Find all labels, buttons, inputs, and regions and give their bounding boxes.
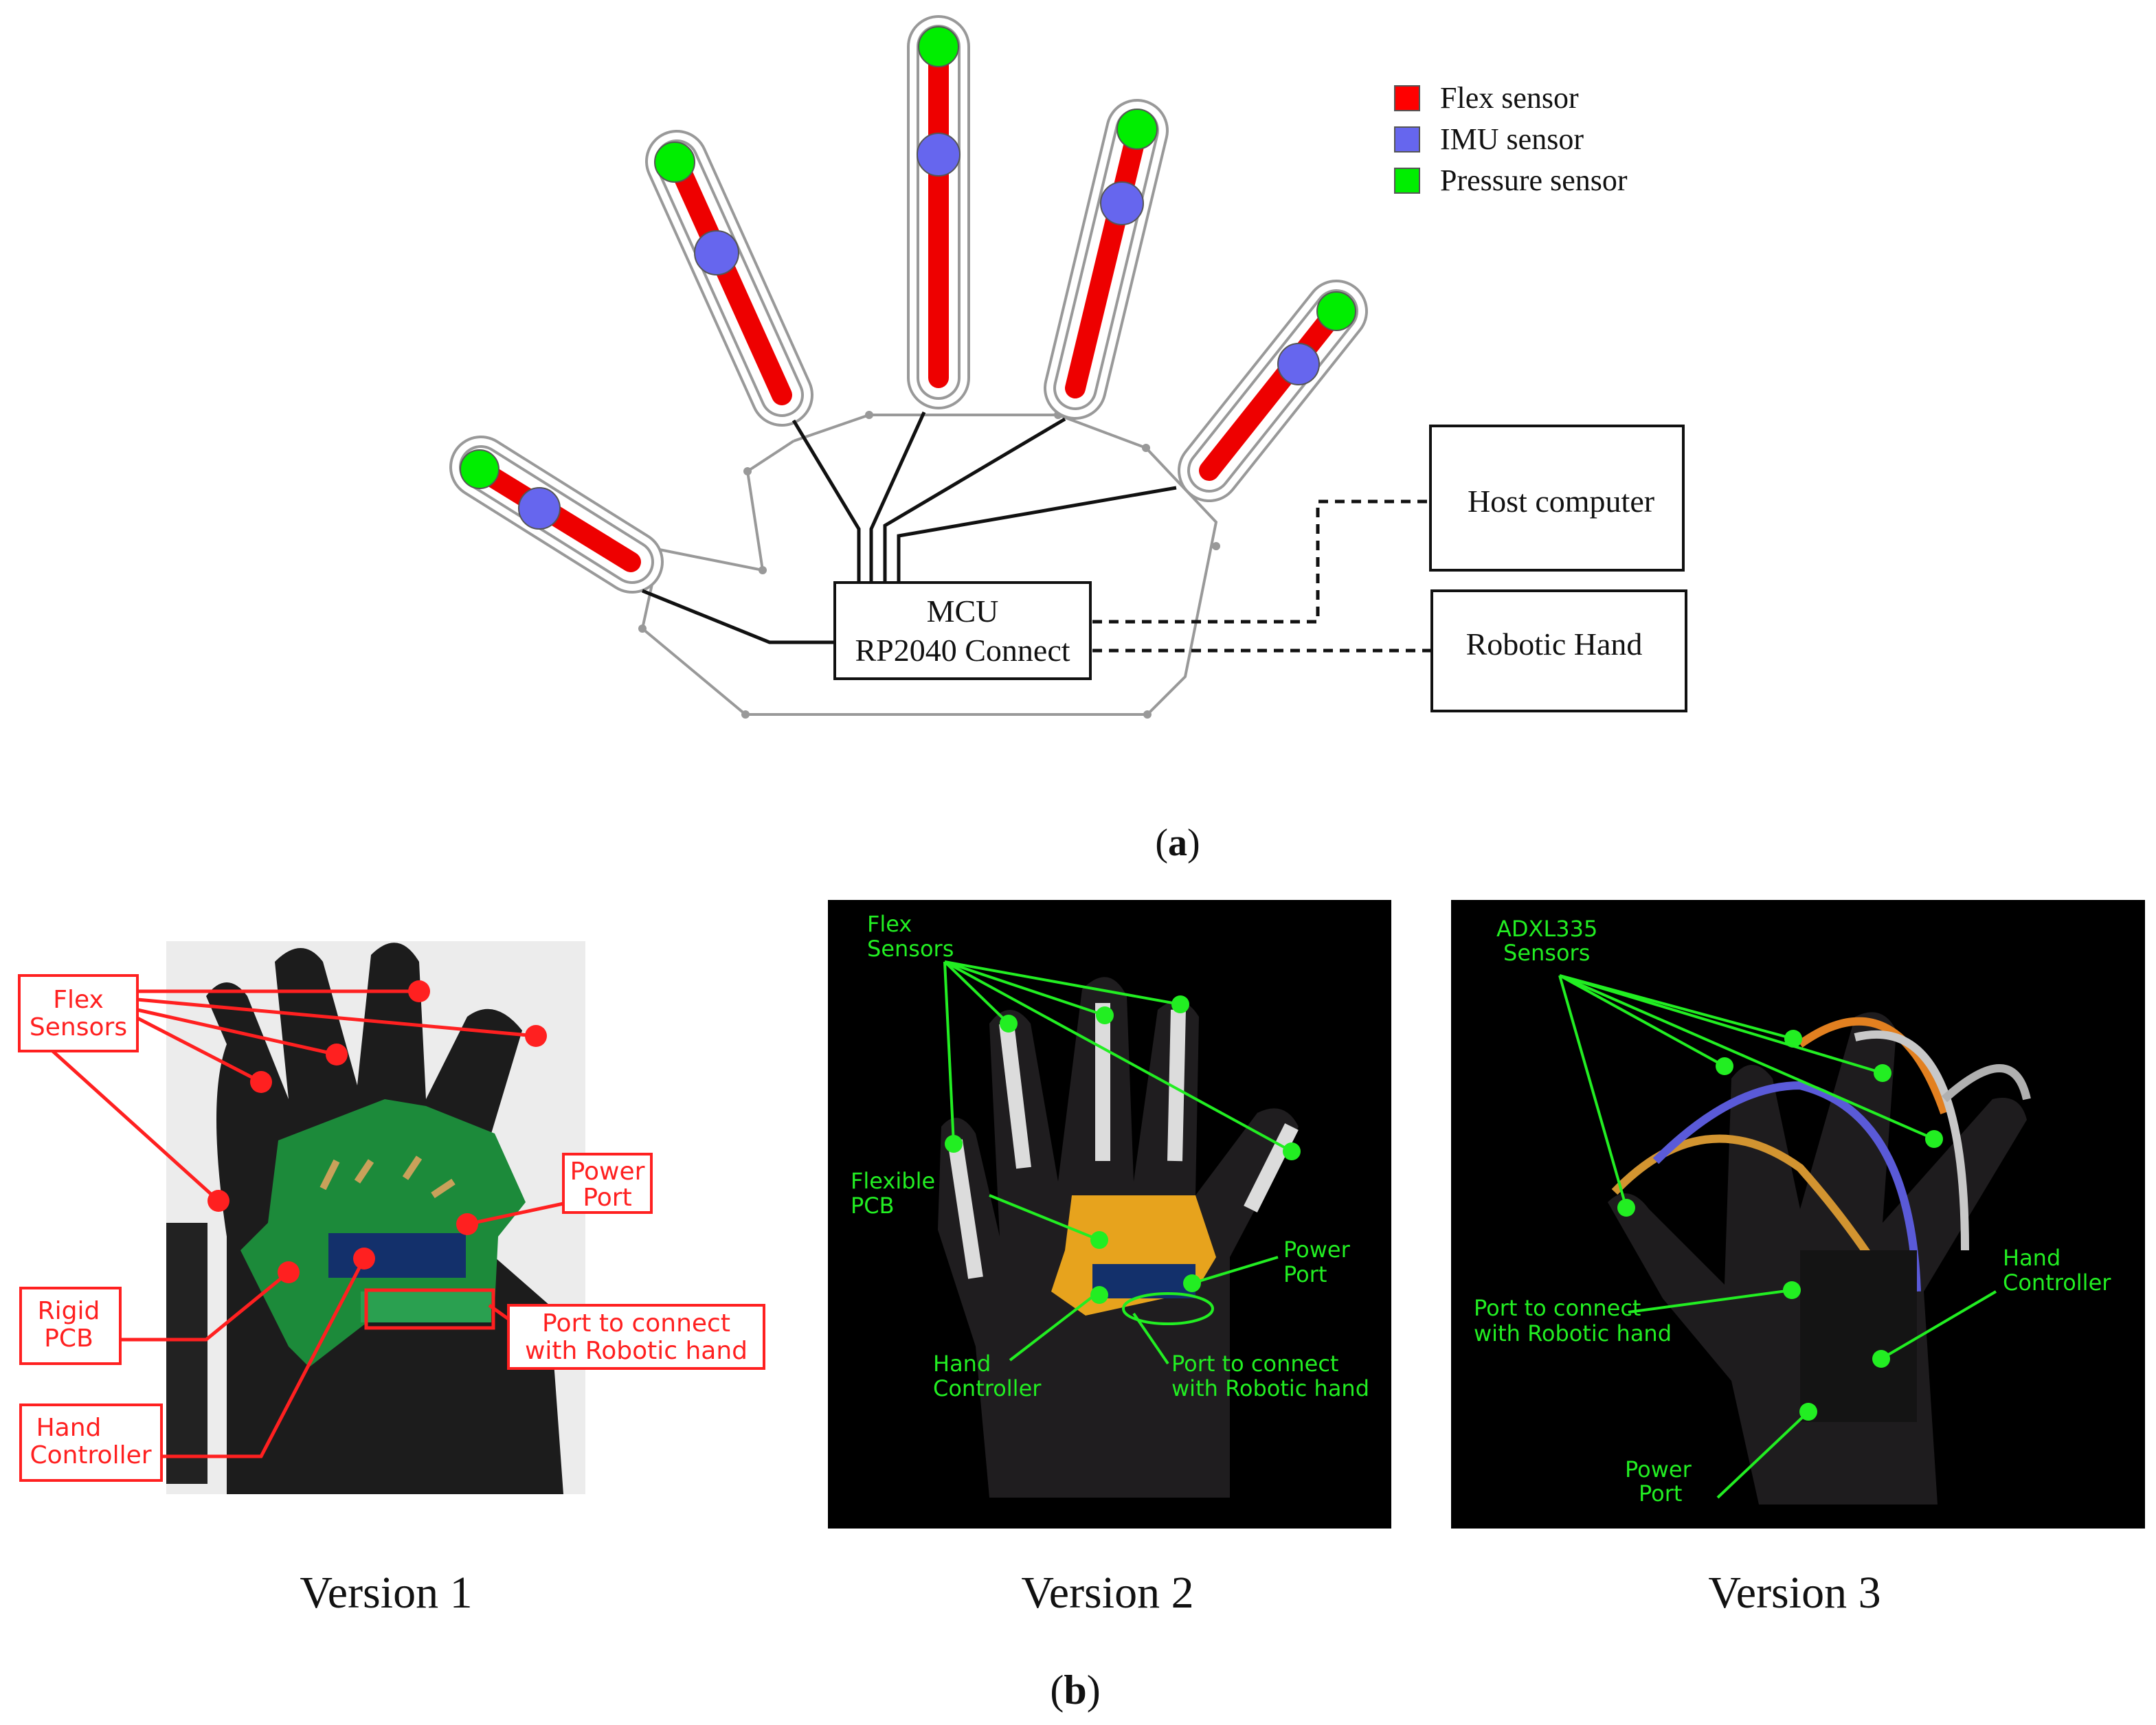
photo-version-1 [166,941,585,1494]
comm-links [1092,499,1432,653]
v3-label-controller: Controller [2003,1270,2111,1296]
imu-sensor-index [694,230,739,275]
flex-sensor-ring [1065,122,1147,398]
v1-label-port-connect: Port to connect [542,1309,730,1338]
legend-label-pressure: Pressure sensor [1440,164,1628,197]
v2-label-robotic: with Robotic hand [1171,1375,1369,1401]
v3-label-adxl: ADXL335 [1496,916,1597,942]
v1-label-hand: Hand [36,1414,102,1442]
imu-sensor-ring [1100,181,1144,225]
v2-label-flex: Flex [867,911,912,937]
photo-version-3 [1451,900,2145,1529]
legend: Flex sensor IMU sensor Pressure sensor [1394,81,1628,197]
v3-label-port: Port [1639,1480,1682,1507]
v1-label-power: Power [570,1158,645,1186]
v2-label-sensors: Sensors [867,936,954,962]
v3-label-robotic: with Robotic hand [1474,1320,1672,1346]
host-computer-label: Host computer [1468,484,1654,519]
v1-label-pcb: PCB [44,1324,93,1353]
version-3-title: Version 3 [1708,1568,1880,1618]
v1-label-robotic: with Robotic hand [525,1337,748,1365]
sensor-wires [642,411,1177,644]
mcu-box [833,581,1092,680]
version-2-labels: Flex Sensors Flexible PCB Power Port Han… [851,911,1369,1401]
pressure-sensor-thumb [460,449,499,489]
version-2-title: Version 2 [1021,1568,1193,1618]
imu-sensor-thumb [518,487,561,530]
v2-label-controller: Controller [933,1375,1042,1401]
finger-index [645,130,813,427]
version-1-annotations [40,989,564,1458]
mcu-label: MCU [927,594,999,629]
v3-label-power: Power [1625,1456,1692,1482]
pressure-sensor-middle [918,26,959,67]
v1-label-flex: Flex [53,986,104,1014]
version-1-title: Version 1 [300,1568,472,1618]
imu-sensor-middle [917,133,961,177]
finger-middle [907,15,970,409]
version-3-labels: ADXL335 Sensors Port to connect with Rob… [1474,916,2111,1507]
finger-thumb [449,436,664,594]
v2-label-power: Power [1283,1237,1351,1263]
v3-label-hand: Hand [2003,1245,2060,1271]
legend-label-imu: IMU sensor [1440,122,1584,156]
finger-ring [1044,99,1169,420]
host-computer-box [1429,425,1685,572]
panel-a-hand-diagram: MCU RP2040 Connect Host computer Robotic… [449,15,1687,864]
v1-label-rigid: Rigid [38,1297,100,1325]
finger-pinky [1178,280,1368,502]
legend-swatch-pressure [1394,168,1420,194]
legend-swatch-imu [1394,126,1420,153]
version-3-markers [1617,1030,1943,1421]
v1-label-port: Port [583,1184,631,1212]
mcu-model-label: RP2040 Connect [855,633,1070,668]
legend-swatch-flex [1394,85,1420,111]
legend-label-flex: Flex sensor [1440,81,1579,115]
v2-label-flexible: Flexible [851,1168,935,1194]
v2-label-hand: Hand [933,1351,991,1377]
caption-b: (b) [1050,1667,1100,1713]
robotic-hand-box [1430,589,1687,712]
version-2-annotations [943,960,1292,1365]
flex-sensor-index [666,151,792,405]
robotic-hand-label: Robotic Hand [1466,627,1643,662]
flex-sensor-pinky [1199,302,1345,481]
pressure-sensor-ring [1116,109,1158,150]
v1-label-controller: Controller [30,1441,151,1469]
version-2-markers [945,995,1301,1304]
caption-a: (a) [1155,822,1200,864]
pressure-sensor-index [654,142,695,183]
pressure-sensor-pinky [1316,291,1356,331]
v2-label-port: Port [1283,1261,1327,1287]
version-3-annotations [1558,974,1997,1499]
v2-label-pcb: PCB [851,1193,895,1219]
version-1-labels: Flex Sensors Power Port Rigid PCB Port t… [18,974,765,1482]
imu-sensor-pinky [1277,343,1320,385]
v1-label-sensors: Sensors [30,1013,127,1041]
palm-vertices [638,411,1220,719]
version-1-markers [207,980,547,1283]
photo-version-2 [828,900,1391,1529]
v2-label-port-connect: Port to connect [1171,1351,1338,1377]
v3-label-sensors: Sensors [1503,940,1590,966]
v3-label-port-connect: Port to connect [1474,1295,1641,1321]
